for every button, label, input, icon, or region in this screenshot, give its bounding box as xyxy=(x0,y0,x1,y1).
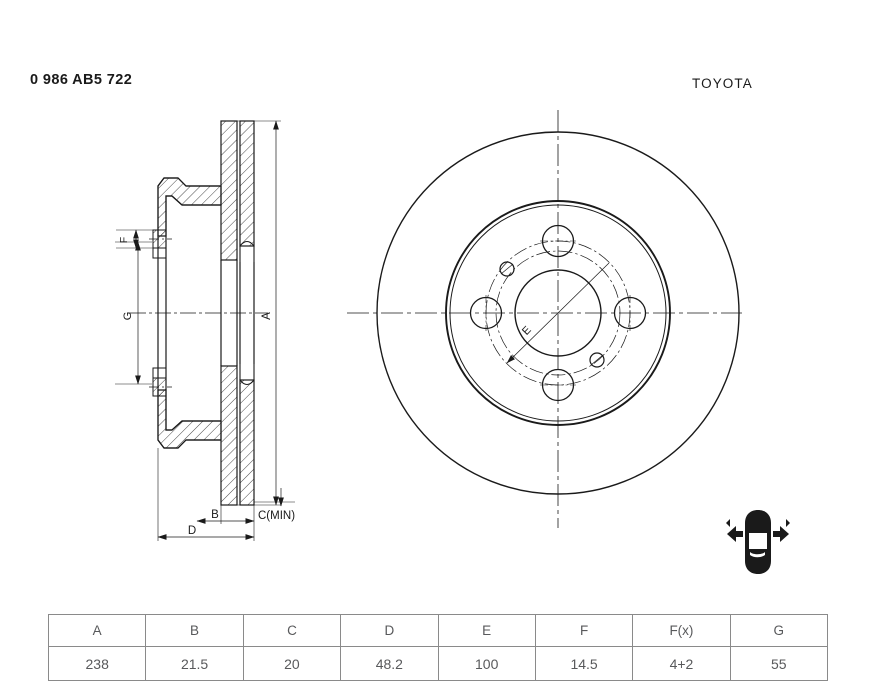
table-value-cell: 20 xyxy=(242,646,342,681)
table-value-cell: 48.2 xyxy=(340,646,439,681)
dimension-b: B xyxy=(196,505,255,524)
hat-outer-circle xyxy=(445,200,671,426)
table-header-cell: A xyxy=(47,614,147,647)
table-value-cell: 4+2 xyxy=(632,646,731,681)
dimension-b-label: B xyxy=(211,509,219,521)
table-header-cell: G xyxy=(729,614,829,647)
cross-section-view: A G F B xyxy=(115,120,295,541)
table-value-cell: 55 xyxy=(729,646,829,681)
dimension-d-label: D xyxy=(188,525,196,537)
vehicle-brand-label: TOYOTA xyxy=(692,76,753,91)
table-value-cell: 100 xyxy=(437,646,536,681)
dimension-a: A xyxy=(237,120,281,506)
secondary-pitch-circle xyxy=(495,250,621,376)
table-header-cell: D xyxy=(340,614,439,647)
table-header-cell: F xyxy=(534,614,634,647)
dimension-c-min-label: C(MIN) xyxy=(258,510,295,522)
friction-ring-lower xyxy=(220,364,255,506)
center-bore-circle xyxy=(514,269,602,357)
dimension-g: G xyxy=(115,241,152,385)
hub-bell-upper xyxy=(149,177,222,259)
hub-bell-lower xyxy=(149,367,222,449)
disc-outer-circle xyxy=(376,131,740,495)
dimension-g-label: G xyxy=(122,312,134,321)
table-header-cell: F(x) xyxy=(632,614,731,647)
table-value-cell: 14.5 xyxy=(534,646,634,681)
table-value-cell: 238 xyxy=(47,646,147,681)
part-number: 0 986 AB5 722 xyxy=(30,72,133,88)
locating-holes xyxy=(499,261,605,368)
friction-ring-upper xyxy=(220,120,255,262)
table-value-cell: 21.5 xyxy=(145,646,244,681)
table-value-row: 238 21.5 20 48.2 100 14.5 4+2 55 xyxy=(47,646,829,681)
dimension-a-label: A xyxy=(261,312,273,320)
table-header-cell: B xyxy=(145,614,244,647)
table-header-cell: C xyxy=(242,614,342,647)
specification-table: A B C D E F F(x) G 238 21.5 20 48.2 100 … xyxy=(47,614,829,681)
dimension-d: D xyxy=(157,448,255,541)
table-header-row: A B C D E F F(x) G xyxy=(47,614,829,647)
car-front-axle-icon xyxy=(726,510,790,574)
disc-face-view: E xyxy=(347,110,742,528)
dimension-f-label: F xyxy=(118,237,130,243)
table-header-cell: E xyxy=(437,614,536,647)
dimension-f: F xyxy=(116,229,154,249)
wheel-bolt-holes xyxy=(469,224,647,402)
dimension-c-min: C(MIN) xyxy=(254,488,295,522)
hat-inner-circle xyxy=(449,204,667,422)
